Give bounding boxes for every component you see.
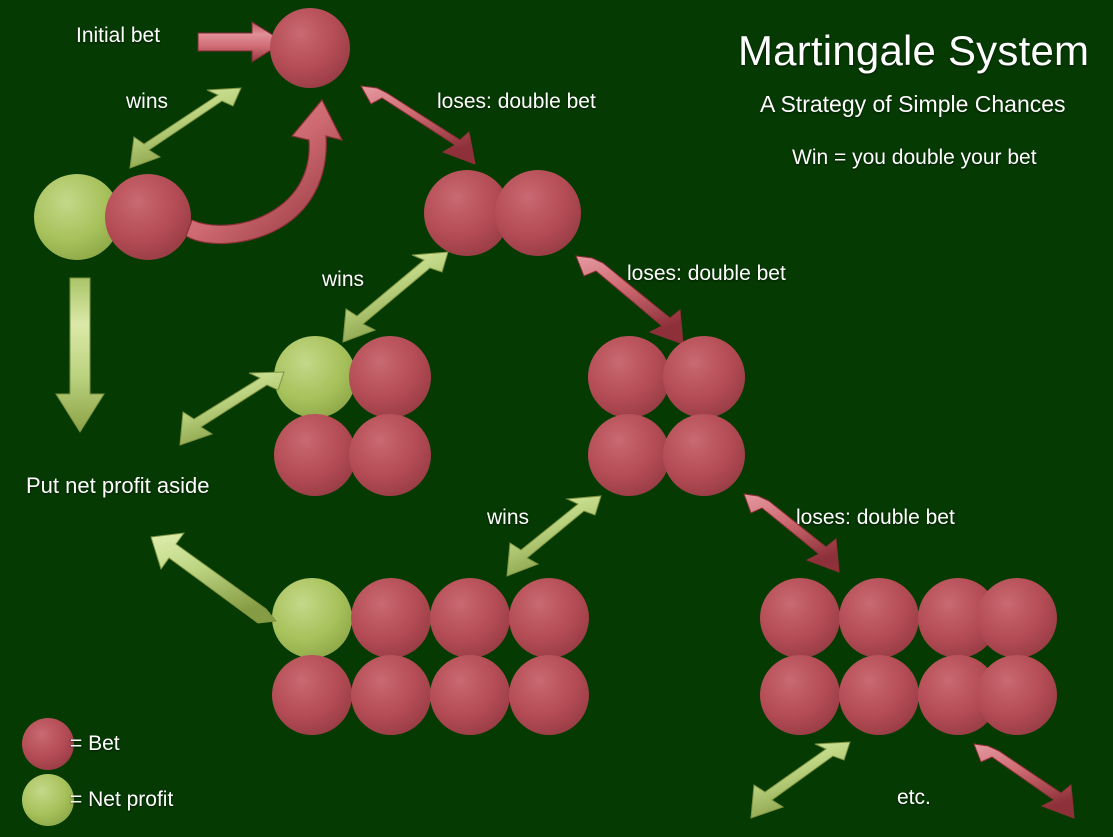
wins-arrow-1-icon xyxy=(129,87,242,169)
wins-arrow-3-icon xyxy=(506,495,602,577)
page-subtitle: A Strategy of Simple Chances xyxy=(760,91,1066,117)
ball-bet-lose2-a xyxy=(588,336,670,418)
ball-bet-win3-g xyxy=(509,655,589,735)
ball-bet-lose3-e xyxy=(760,655,840,735)
ball-bet-lose3-a xyxy=(760,578,840,658)
ball-bet-win3-b xyxy=(430,578,510,658)
put-aside-arrow-diag-icon xyxy=(179,371,285,446)
ball-bet-initial xyxy=(270,8,350,88)
ball-bet-lose3-h xyxy=(977,655,1057,735)
ball-bet-win2-c xyxy=(349,414,431,496)
initial-bet-arrow-icon xyxy=(197,21,285,63)
ball-bet-win3-c xyxy=(509,578,589,658)
wins-arrow-4-icon xyxy=(750,741,851,819)
ball-bet-win3-e xyxy=(351,655,431,735)
ball-bet-lose1-b xyxy=(495,170,581,256)
edge-label-wins-3: wins xyxy=(487,506,530,529)
edge-label-loses-3: loses: double bet xyxy=(796,506,955,529)
loses-arrow-3-icon xyxy=(743,493,840,573)
loses-arrow-4-icon xyxy=(973,743,1075,819)
edge-label-wins-1: wins xyxy=(126,90,169,113)
ball-bet-lose3-b xyxy=(839,578,919,658)
edge-label-loses-2: loses: double bet xyxy=(627,262,786,285)
ball-bet-win3-a xyxy=(351,578,431,658)
put-aside-arrow-up-icon xyxy=(150,532,277,624)
ball-bet-win3-d xyxy=(272,655,352,735)
ball-bet-win1 xyxy=(105,174,191,260)
put-aside-arrow-down-icon xyxy=(55,277,105,433)
edge-label-loses-1: loses: double bet xyxy=(437,90,596,113)
win-definition-note: Win = you double your bet xyxy=(792,146,1037,169)
legend-swatch-net-profit xyxy=(22,774,74,826)
initial-bet-label: Initial bet xyxy=(76,24,161,47)
put-net-profit-aside-label: Put net profit aside xyxy=(26,473,210,498)
ball-bet-lose2-b xyxy=(663,336,745,418)
ball-bet-lose2-d xyxy=(663,414,745,496)
return-to-initial-bet-curved-arrow-icon xyxy=(185,98,344,245)
page-title: Martingale System xyxy=(738,27,1090,74)
ball-bet-lose2-c xyxy=(588,414,670,496)
edge-label-wins-2: wins xyxy=(322,268,365,291)
ball-profit-win3 xyxy=(272,578,352,658)
legend-label-bet: = Bet xyxy=(70,732,120,755)
loses-arrow-1-icon xyxy=(360,85,476,165)
legend-label-net-profit: = Net profit xyxy=(70,788,174,811)
ball-bet-lose3-f xyxy=(839,655,919,735)
wins-arrow-2-icon xyxy=(342,251,449,343)
etc-label: etc. xyxy=(897,786,931,809)
ball-bet-lose3-d xyxy=(977,578,1057,658)
ball-bet-win3-f xyxy=(430,655,510,735)
ball-profit-win2 xyxy=(274,336,356,418)
ball-bet-win2-a xyxy=(349,336,431,418)
ball-bet-win2-b xyxy=(274,414,356,496)
legend-swatch-bet xyxy=(22,718,74,770)
